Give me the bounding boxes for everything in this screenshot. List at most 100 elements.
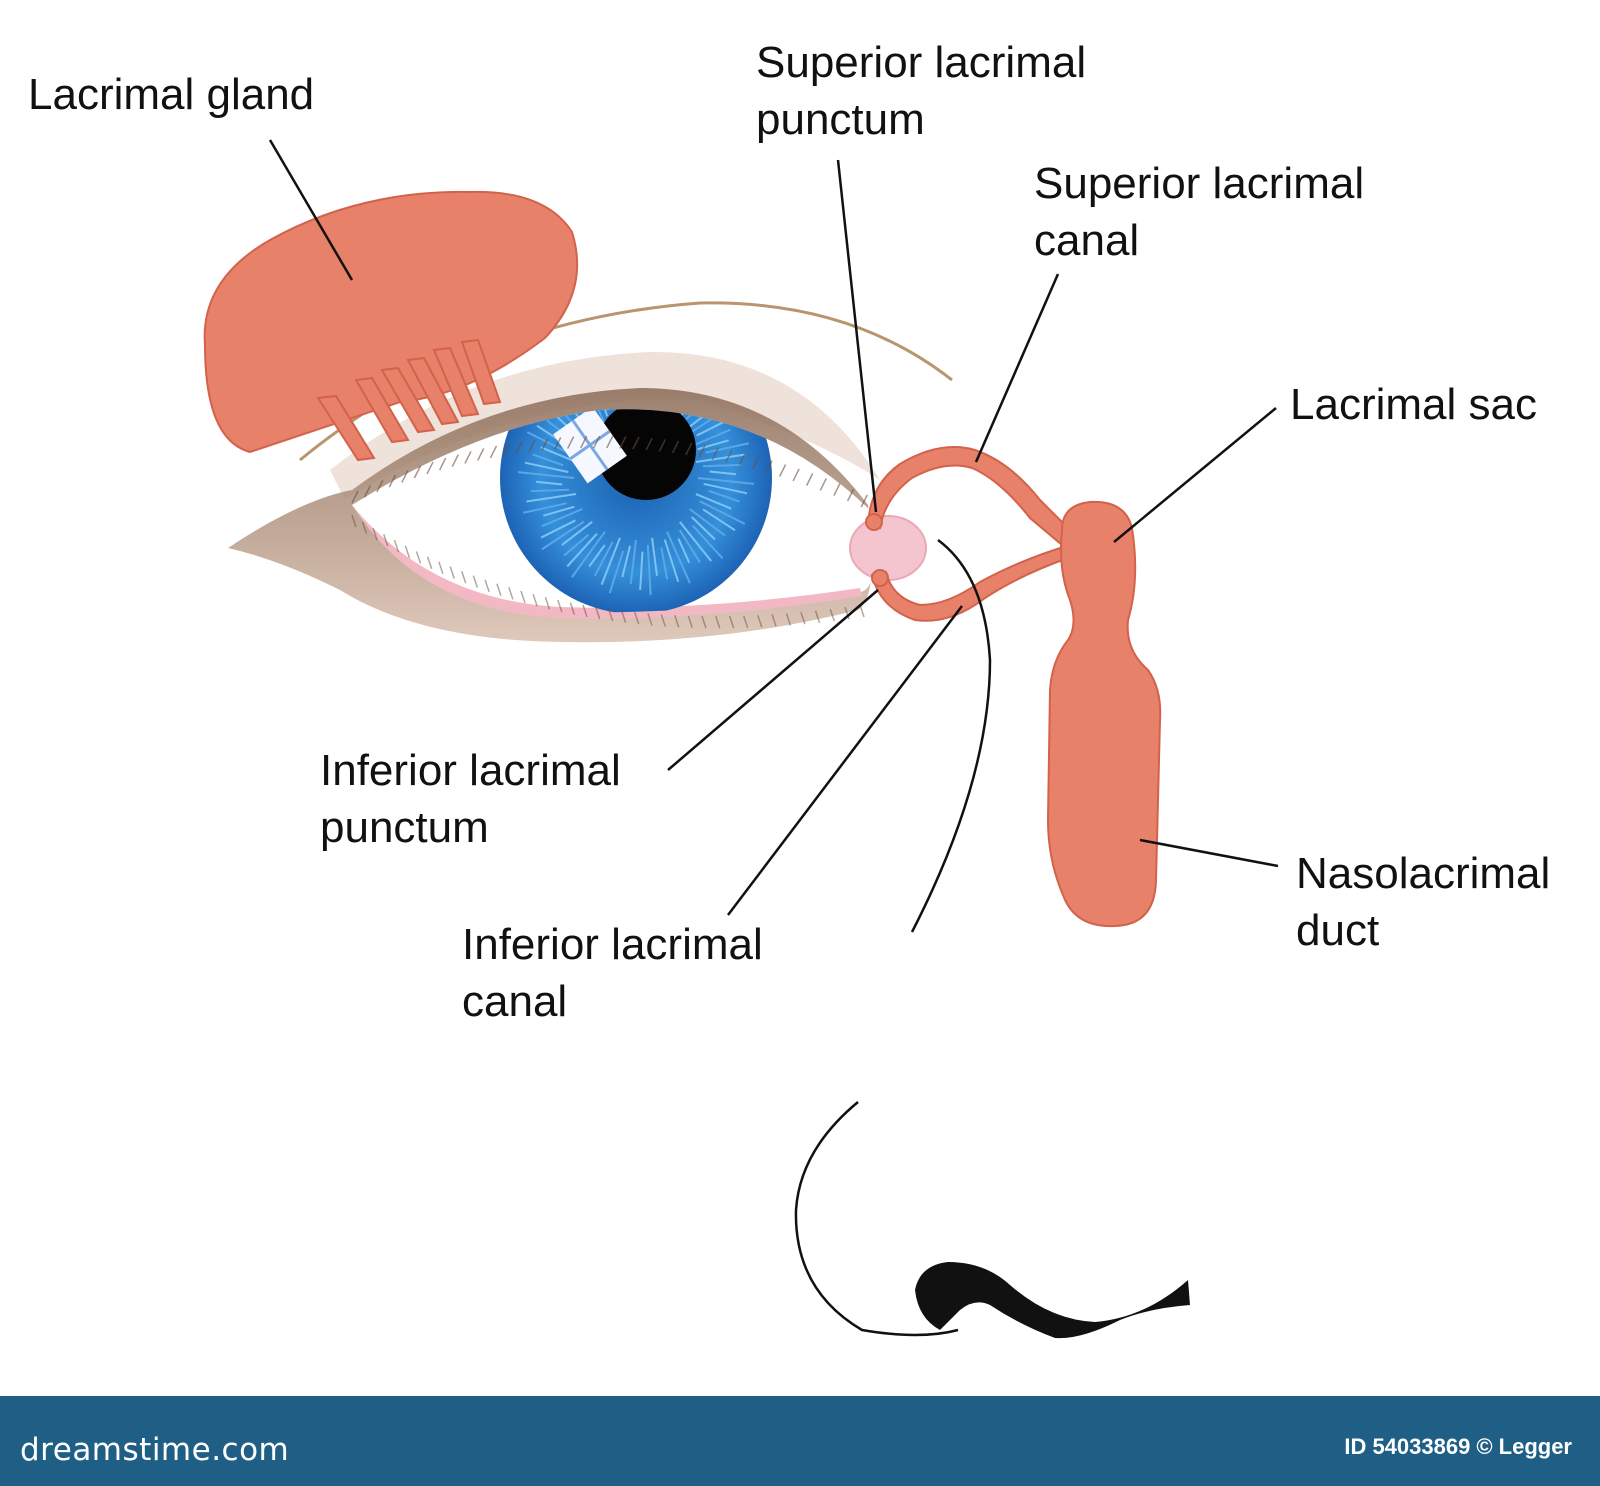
leader-lines <box>268 139 1279 916</box>
lash-tick <box>619 436 627 449</box>
lash-tick <box>846 488 855 502</box>
iris-fiber <box>518 471 575 479</box>
iris-fiber <box>526 493 577 503</box>
lacrimal-sac-and-duct <box>1046 500 1162 928</box>
lash-tick <box>582 604 588 618</box>
label-inferior-lacrimal-canal: Inferior lacrimal canal <box>462 920 763 1026</box>
iris-fiber <box>535 480 563 486</box>
lash-tick <box>844 606 850 620</box>
lash-tick <box>477 448 485 461</box>
iris-fiber <box>689 428 731 448</box>
lash-tick <box>632 436 640 450</box>
lash-tick <box>361 521 368 534</box>
lash-tick <box>829 608 835 622</box>
leader-lacrimal-sac <box>1113 407 1277 543</box>
lash-tick <box>393 539 400 553</box>
label-lacrimal-sac: Lacrimal sac <box>1290 380 1537 429</box>
lash-tick <box>413 465 422 479</box>
diagram-illustration <box>203 139 1279 1339</box>
iris-fiber <box>646 544 652 596</box>
lash-tick <box>426 556 433 569</box>
leader-inferior-punctum <box>667 589 879 771</box>
iris-fiber <box>651 537 659 576</box>
leader-lacrimal-gland <box>268 139 354 281</box>
lash-tick <box>658 439 666 452</box>
lash-tick <box>725 450 733 463</box>
eyelid-lash-texture <box>351 435 882 629</box>
lash-tick <box>464 451 472 464</box>
iris-fiber <box>561 521 593 546</box>
lash-tick <box>620 610 627 623</box>
lash-tick <box>806 473 814 486</box>
author-credit: © Legger <box>1476 1434 1572 1459</box>
leader-superior-punctum <box>836 159 878 513</box>
nose-bridge-contour <box>910 538 992 933</box>
lash-tick <box>833 483 841 496</box>
lash-tick <box>438 457 447 471</box>
superior-punctum <box>865 513 883 531</box>
iris-fiber <box>702 463 742 468</box>
lash-tick <box>426 461 434 475</box>
lash-tick <box>751 456 760 470</box>
iris-fiber <box>543 505 575 517</box>
eye-highlight <box>553 409 627 484</box>
footer-brand[interactable]: dreamstime.com <box>20 1432 290 1468</box>
lash-tick <box>404 545 411 559</box>
lash-tick <box>438 561 444 575</box>
upper-lid-shading <box>330 351 880 500</box>
lash-tick <box>376 479 384 493</box>
iris-fiber <box>703 482 748 495</box>
lash-tick <box>687 615 693 629</box>
iris-fiber <box>524 461 569 474</box>
image-id: ID 54033869 <box>1344 1434 1471 1459</box>
lash-tick <box>351 514 357 528</box>
iris-fiber <box>571 531 606 578</box>
iris-fiber <box>593 541 614 577</box>
leader-nasolacrimal-duct <box>1139 838 1279 868</box>
iris-fiber <box>660 547 669 580</box>
lash-tick <box>595 606 601 620</box>
leader-inferior-canal <box>727 605 963 916</box>
nostril <box>915 1262 1190 1339</box>
lash-tick <box>765 460 773 473</box>
lash-tick <box>674 615 680 628</box>
caruncle <box>849 515 927 581</box>
lash-tick <box>388 474 397 488</box>
iris-fiber <box>600 537 621 585</box>
iris-fiber <box>677 538 691 564</box>
lash-tick <box>569 602 576 615</box>
iris-fiber <box>705 442 749 454</box>
lash-tick <box>472 575 479 588</box>
lash-tick <box>363 485 372 498</box>
iris-fiber <box>691 516 716 541</box>
lash-tick <box>351 490 359 504</box>
iris-fiber <box>709 470 737 476</box>
lash-tick <box>520 590 526 604</box>
iris-fiber <box>532 453 564 467</box>
lash-tick <box>647 613 653 626</box>
iris-fiber <box>581 409 606 425</box>
lash-tick <box>554 437 562 450</box>
iris-fiber <box>679 521 712 562</box>
lacrimal-gland-shape <box>203 190 579 454</box>
lash-tick <box>728 615 735 629</box>
iris-fiber <box>540 446 577 463</box>
lash-tick <box>593 435 601 449</box>
label-inferior-lacrimal-punctum: Inferior lacrimal punctum <box>320 746 621 852</box>
iris-fiber <box>588 544 606 567</box>
lash-tick <box>401 470 409 483</box>
iris-fiber <box>566 533 598 568</box>
iris-fiber <box>663 539 680 583</box>
lash-tick <box>819 478 827 491</box>
lash-tick <box>859 604 865 618</box>
inferior-punctum <box>871 569 889 587</box>
iris-fiber <box>678 529 701 564</box>
lash-tick <box>461 571 467 584</box>
iris-fiber <box>608 550 625 594</box>
lash-tick <box>484 579 490 593</box>
lash-tick <box>372 527 378 541</box>
lash-tick <box>489 445 498 459</box>
lash-tick <box>698 444 706 458</box>
label-lacrimal-gland: Lacrimal gland <box>28 70 315 119</box>
lash-tick <box>557 599 563 613</box>
